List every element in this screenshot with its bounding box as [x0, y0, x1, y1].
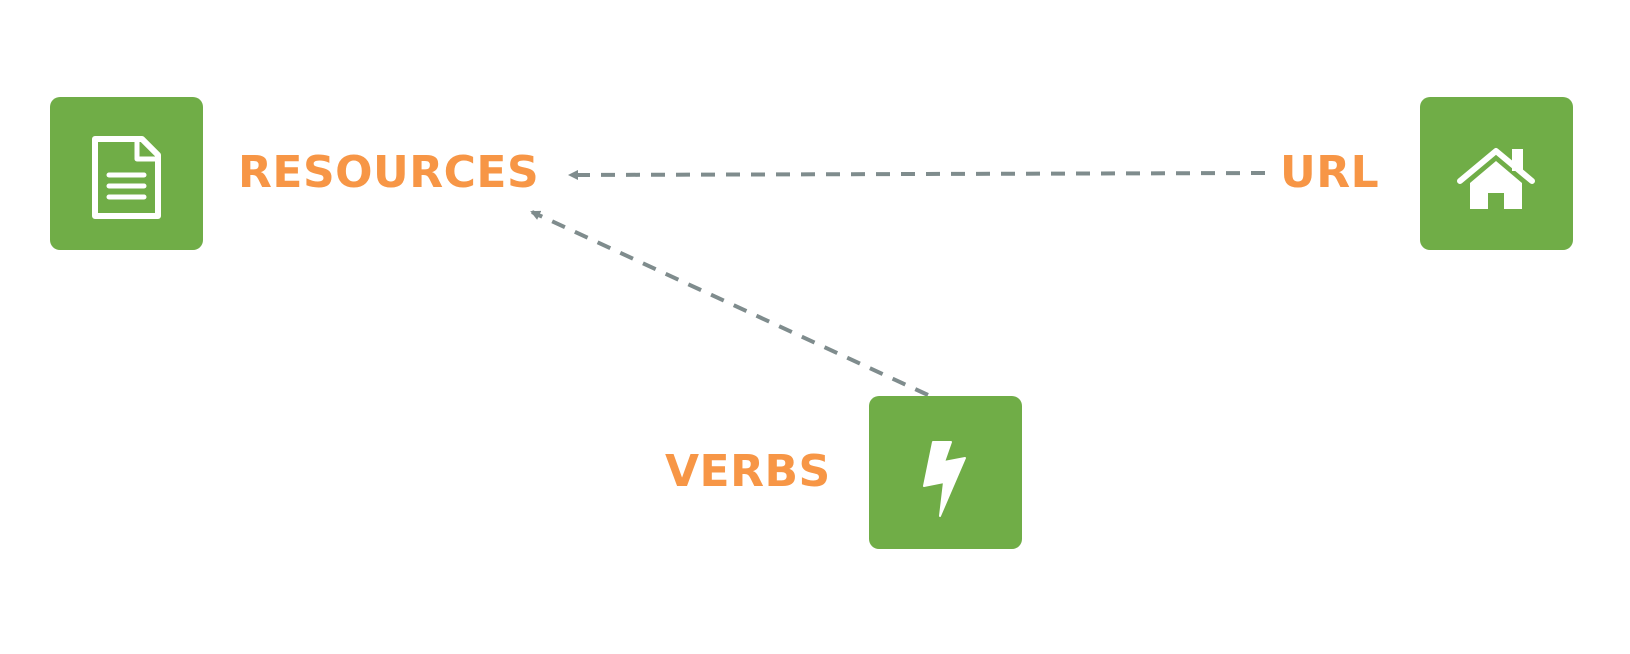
resources-label: RESOURCES [238, 147, 540, 198]
url-label: URL [1280, 147, 1380, 198]
arrow-url-to-resources [568, 169, 1266, 180]
house-icon [1457, 148, 1535, 209]
verbs-label: VERBS [665, 446, 831, 497]
verbs-tile [869, 396, 1022, 549]
lightning-icon [923, 441, 966, 517]
resources-tile [50, 97, 203, 250]
document-icon [92, 136, 161, 219]
arrow-verbs-to-resources [530, 210, 929, 397]
url-tile [1420, 97, 1573, 250]
